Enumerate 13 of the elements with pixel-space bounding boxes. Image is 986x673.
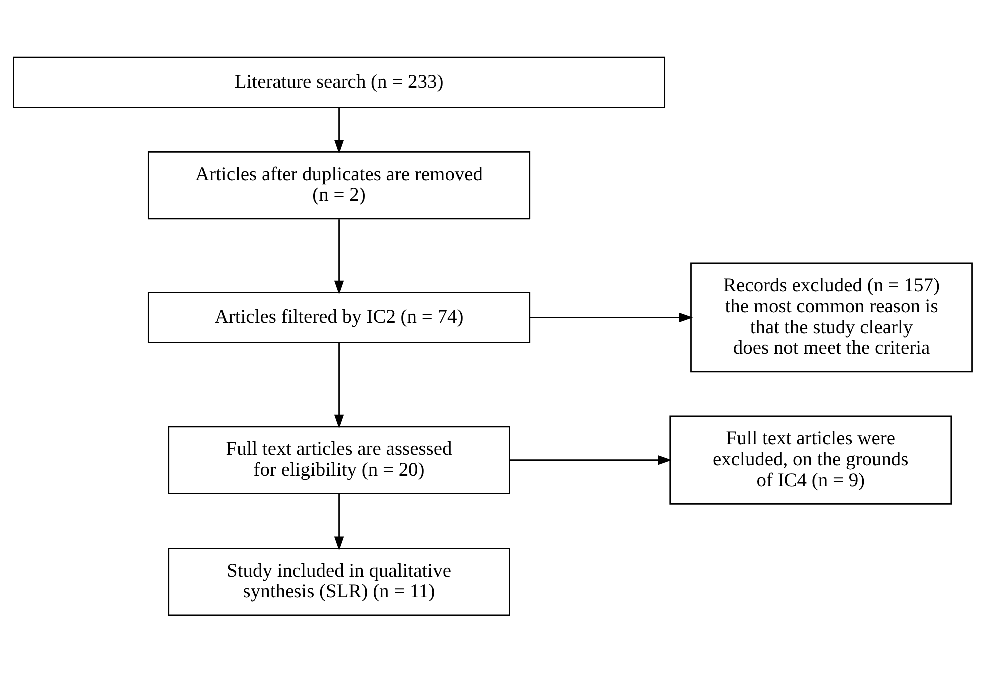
arrow [334, 342, 344, 429]
arrow [510, 455, 672, 466]
arrow [334, 108, 344, 154]
node-box: Full text articles were excluded, on the grounds of IC4 (n = 9) [670, 416, 952, 505]
arrow [530, 312, 694, 323]
node-box: Study included in qualitative synthesis (SLR) (n = 11) [168, 548, 510, 616]
node-box: Full text articles are assessed for eligibility (n = 20) [168, 426, 510, 494]
node-box: Articles filtered by IC2 (n = 74) [148, 292, 531, 344]
node-box: Records excluded (n = 157) the most common reason is that the study clearly does not meet the criteria [690, 262, 973, 373]
arrow [334, 494, 344, 551]
node-box: Literature search (n = 233) [13, 56, 666, 108]
node-box: Articles after duplicates are removed (n = 2) [148, 151, 531, 220]
arrow [334, 220, 344, 295]
